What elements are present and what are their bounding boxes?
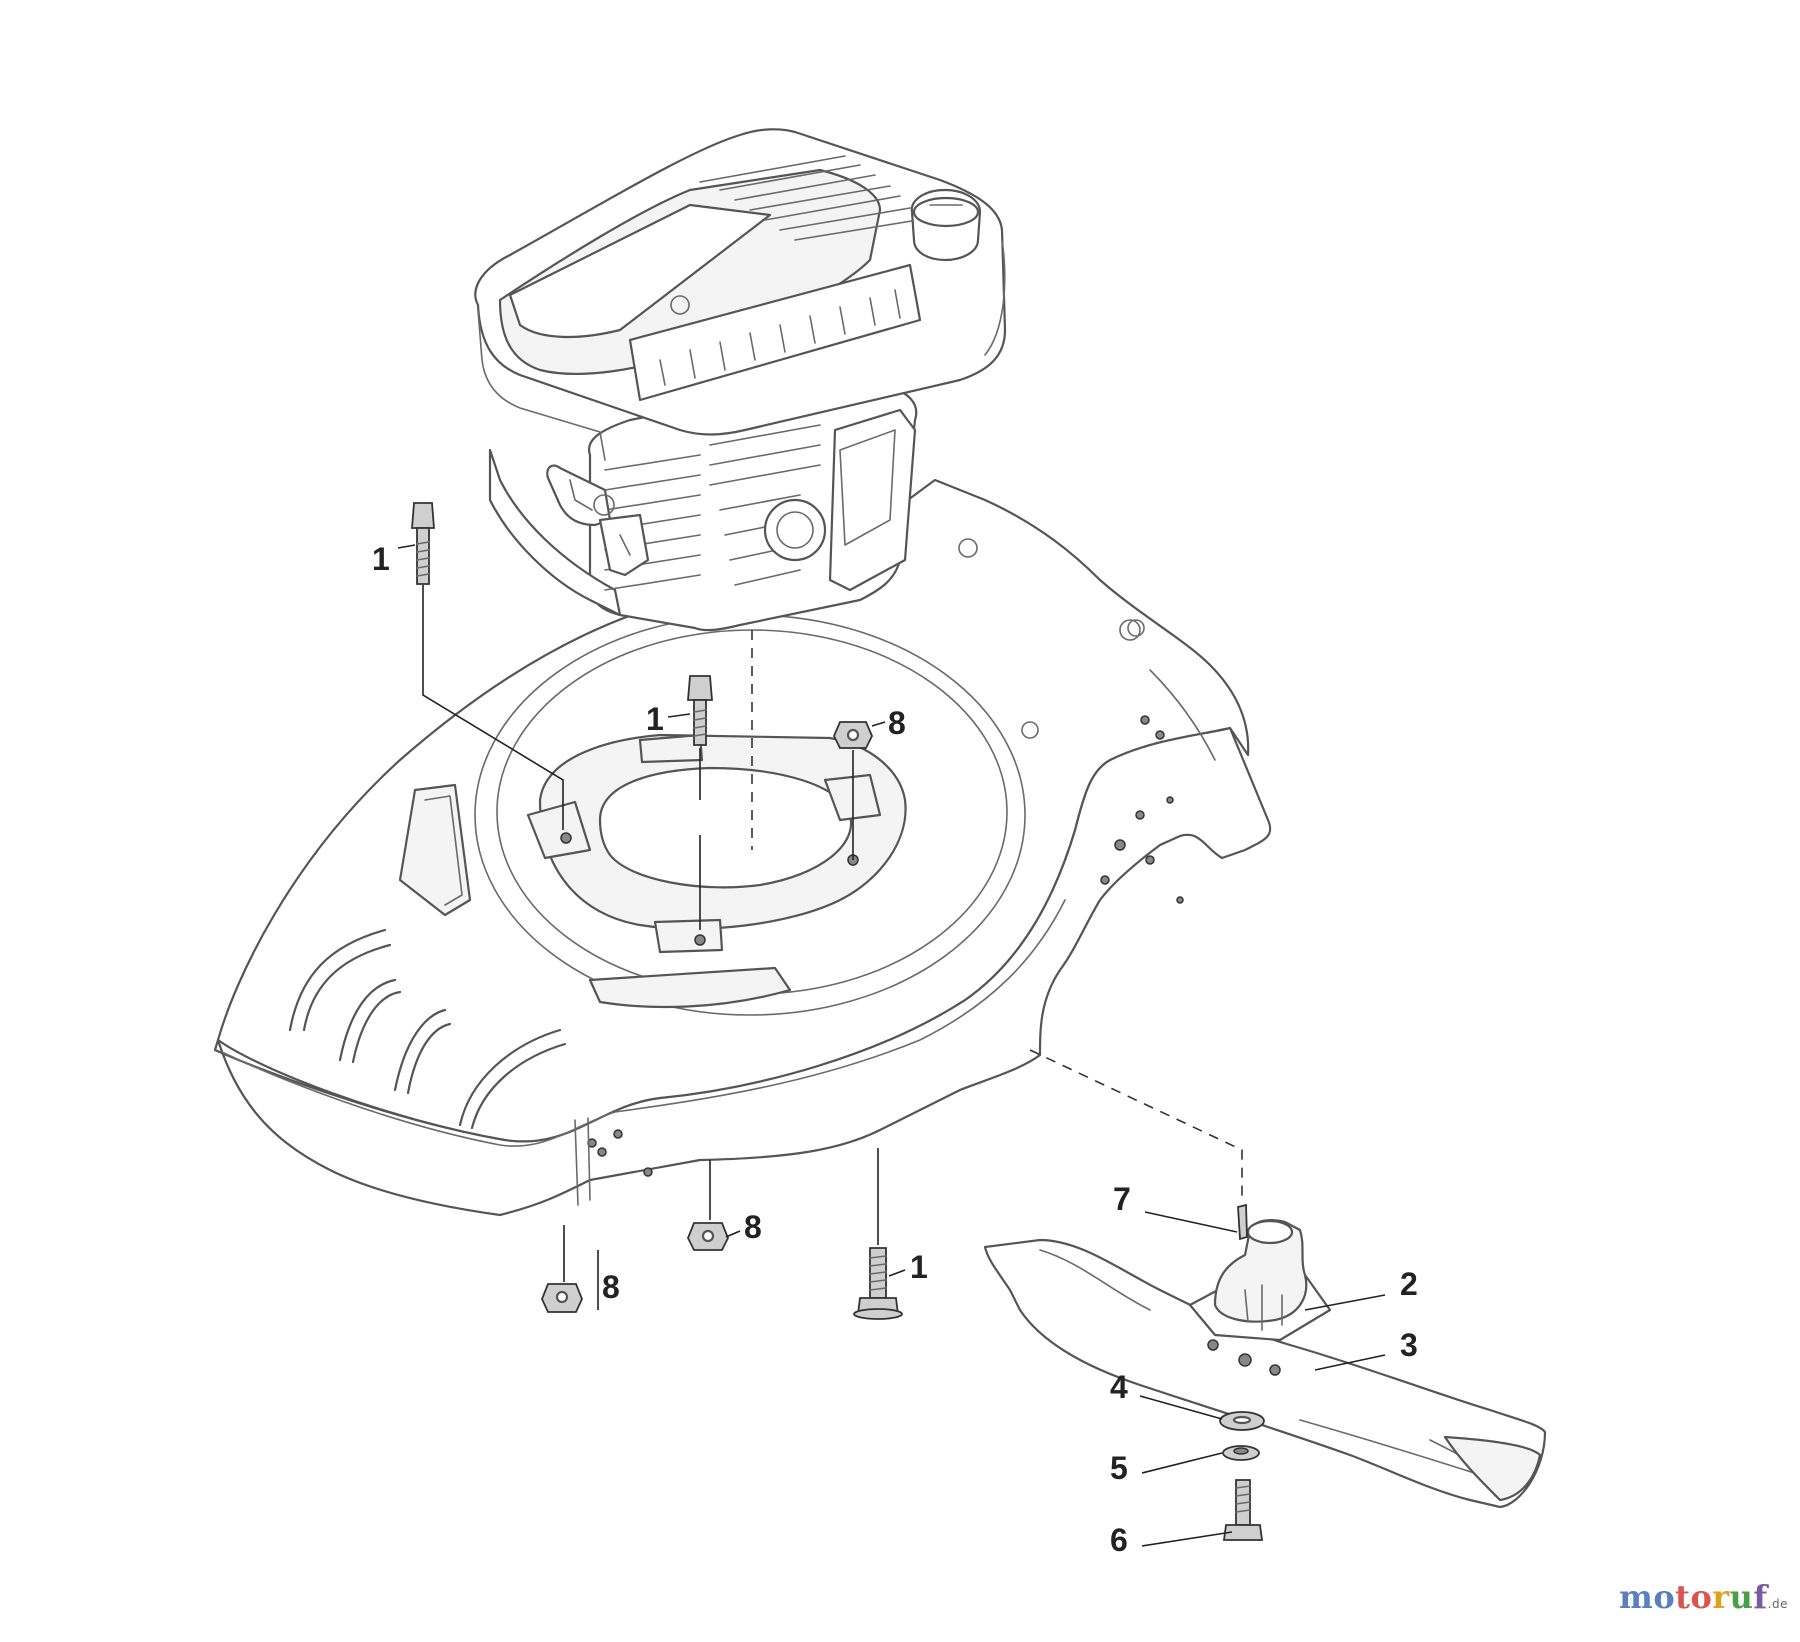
engine bbox=[474, 128, 1007, 632]
callout-8-top: 8 bbox=[888, 705, 906, 741]
fasteners bbox=[411, 502, 903, 1320]
callout-8-lower-left: 8 bbox=[602, 1269, 620, 1305]
motoruf-watermark-logo: motoruf.de bbox=[1618, 1578, 1788, 1616]
callout-7: 7 bbox=[1113, 1181, 1131, 1217]
callout-4: 4 bbox=[1110, 1369, 1128, 1405]
blade-assembly bbox=[983, 1203, 1547, 1541]
callout-3: 3 bbox=[1400, 1327, 1418, 1363]
callout-2: 2 bbox=[1400, 1266, 1418, 1302]
callout-1-top-left: 1 bbox=[372, 541, 390, 577]
callout-labels: 1 1 8 7 8 1 2 8 3 4 5 6 bbox=[372, 541, 1418, 1558]
callout-6: 6 bbox=[1110, 1522, 1128, 1558]
callout-5: 5 bbox=[1110, 1450, 1128, 1486]
callout-1-center: 1 bbox=[646, 701, 664, 737]
mower-deck bbox=[213, 478, 1272, 1217]
leader-lines bbox=[397, 544, 1386, 1547]
callout-8-middle: 8 bbox=[744, 1209, 762, 1245]
callout-1-bottom: 1 bbox=[910, 1249, 928, 1285]
